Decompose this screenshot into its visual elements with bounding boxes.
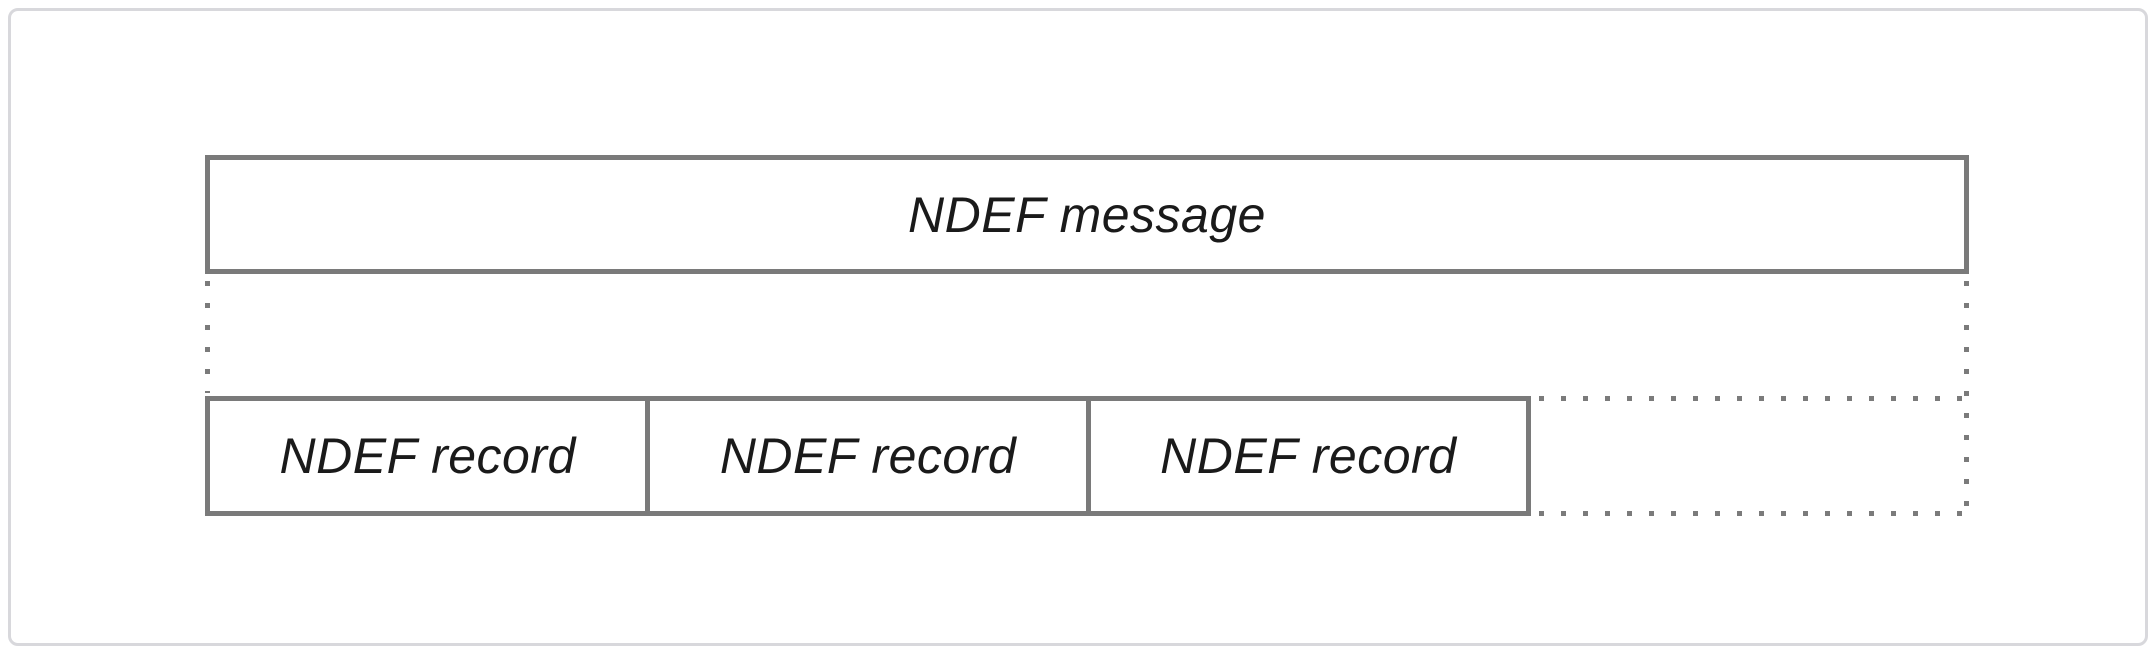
dotted-connector-left xyxy=(205,281,210,393)
ndef-record-label: NDEF record xyxy=(1160,428,1457,484)
dotted-continuation-top xyxy=(1539,396,1972,401)
dotted-continuation-bottom xyxy=(1539,511,1972,516)
ndef-record-box: NDEF record xyxy=(645,396,1091,516)
outer-frame: NDEF message NDEF record NDEF record NDE… xyxy=(8,8,2148,646)
ndef-record-label: NDEF record xyxy=(719,428,1017,484)
ndef-record-box: NDEF record xyxy=(1085,396,1531,516)
ndef-message-label: NDEF message xyxy=(908,186,1266,243)
ndef-record-label: NDEF record xyxy=(279,428,576,484)
ndef-message-box: NDEF message xyxy=(205,155,1969,274)
ndef-record-box: NDEF record xyxy=(205,396,651,516)
ndef-record-row: NDEF record NDEF record NDEF record xyxy=(205,396,1531,516)
